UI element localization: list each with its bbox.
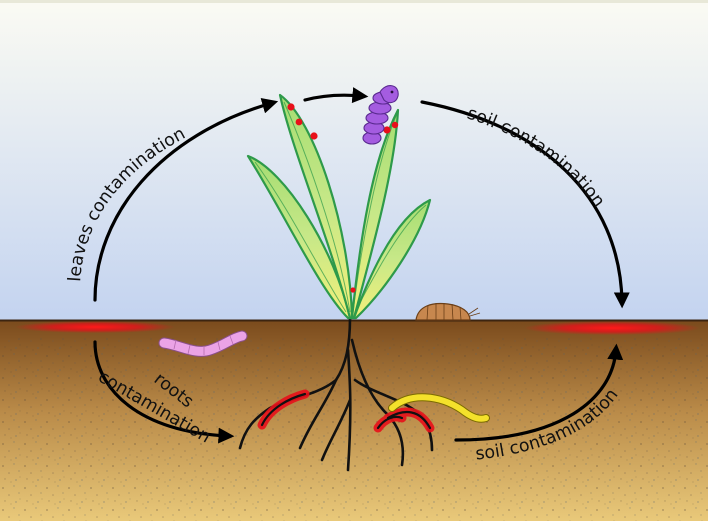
ground-contamination-right (524, 321, 700, 335)
soil-grain (0, 335, 708, 521)
ground-contamination-left (15, 321, 175, 333)
arrow-roots-contamination (93, 340, 235, 444)
top-edge (0, 0, 708, 3)
contaminated-root-cores (260, 392, 432, 430)
woodlouse-icon (415, 302, 481, 321)
larva-icon (388, 393, 490, 423)
plant-icon (246, 93, 432, 320)
leaf-contamination-spots (287, 103, 399, 293)
leaf-left (246, 154, 352, 320)
caterpillar-icon (362, 85, 399, 145)
leaf-mid-left (278, 93, 354, 320)
arrow-soil-contamination-top (420, 100, 630, 309)
arrow-to-caterpillar (303, 87, 369, 104)
arrow-soil-contamination-bottom (454, 343, 624, 442)
arrows (93, 87, 630, 444)
leaf-mid-right (350, 108, 400, 320)
arrow-leaves-contamination (93, 97, 279, 302)
leaf-veins (254, 101, 427, 313)
sky (0, 0, 708, 322)
earthworm-icon (158, 330, 248, 357)
leaf-right (352, 198, 432, 320)
